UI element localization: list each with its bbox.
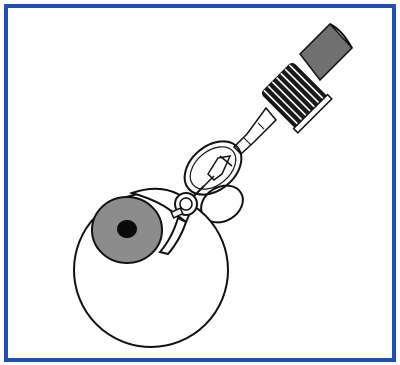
figure-border [4,4,396,362]
tubing [300,24,352,80]
eyeball [74,193,228,347]
connector [204,156,232,186]
tubing-body [300,24,352,80]
eye-drop-illustration [8,8,392,358]
nozzle [234,108,276,154]
pupil [117,220,137,238]
